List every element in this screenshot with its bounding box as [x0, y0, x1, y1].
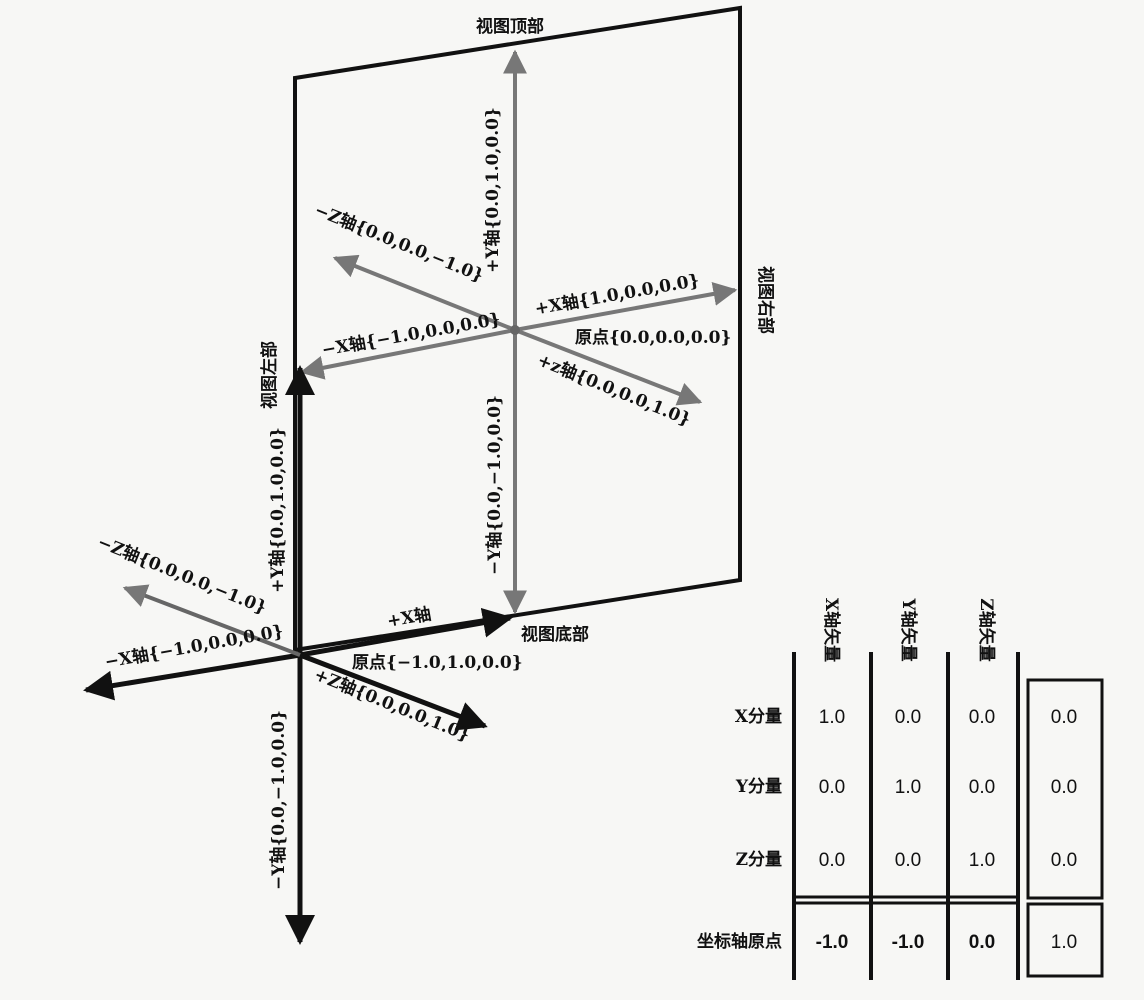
cell-r2-c1: 0.0: [895, 850, 921, 871]
cell-r0-c2: 0.0: [969, 707, 995, 728]
view-neg-x-axis: [299, 328, 516, 380]
world-neg-y-label: −Y轴{0.0,−1.0,0.0}: [268, 710, 289, 890]
row-header-x-component: X分量: [735, 706, 782, 727]
view-pos-x-axis: [514, 282, 738, 332]
row-header-z-component: Z分量: [736, 849, 782, 870]
cell-r3-c3: 1.0: [1051, 932, 1077, 953]
cell-r0-c0: 1.0: [819, 707, 845, 728]
cell-r0-c1: 0.0: [895, 707, 921, 728]
cell-r3-c0: -1.0: [816, 932, 849, 953]
view-top-label: 视图顶部: [476, 16, 544, 37]
world-neg-z-axis: [122, 584, 301, 657]
cell-r1-c3: 0.0: [1051, 777, 1077, 798]
view-neg-z-axis: [332, 254, 516, 332]
col-header-y-vector: Y轴矢量: [898, 597, 919, 661]
world-neg-x-label: −X轴{−1.0,0.0,0.0}: [103, 621, 285, 673]
view-plane-outline: [293, 5, 742, 653]
cell-r1-c2: 0.0: [969, 777, 995, 798]
cell-r3-c1: -1.0: [892, 932, 925, 953]
view-origin-dot: [510, 325, 520, 335]
cell-r2-c0: 0.0: [819, 850, 845, 871]
matrix-table: X轴矢量 Y轴矢量 Z轴矢量 X分量 Y分量 Z分量 坐标轴原点 1.0 0.0…: [697, 597, 1104, 980]
cell-r1-c0: 0.0: [819, 777, 845, 798]
matrix-vertical-bars: [792, 652, 1020, 980]
world-pos-z-axis: [299, 652, 488, 731]
col-header-z-vector: Z轴矢量: [976, 598, 997, 661]
row-header-axis-origin: 坐标轴原点: [697, 931, 782, 952]
world-neg-z-label: −Z轴{0.0,0.0,−1.0}: [95, 531, 270, 618]
row-header-y-component: Y分量: [735, 776, 782, 797]
view-neg-y-label: −Y轴{0.0,−1.0,0.0}: [484, 395, 505, 575]
cell-r3-c2: 0.0: [969, 932, 995, 953]
world-pos-y-label: +Y轴{0.0,1.0,0.0}: [267, 427, 288, 593]
cell-r1-c1: 1.0: [895, 777, 921, 798]
view-right-label: 视图右部: [755, 266, 776, 334]
view-bottom-label: 视图底部: [521, 624, 589, 645]
world-origin-label: 原点{−1.0,1.0,0.0}: [352, 652, 523, 673]
view-pos-z-axis: [514, 328, 703, 406]
view-neg-x-label: −X轴{−1.0,0.0,0.0}: [320, 309, 502, 361]
view-neg-z-label: −Z轴{0.0,0.0,−1.0}: [312, 199, 487, 286]
world-pos-z-label: +Z轴{0.0,0.0,1.0}: [311, 664, 473, 746]
world-pos-x-axis: [299, 607, 513, 658]
col-header-x-vector: X轴矢量: [821, 598, 842, 662]
cell-r0-c3: 0.0: [1051, 707, 1077, 728]
translation-column-box: [1026, 678, 1104, 978]
cell-r2-c2: 1.0: [969, 850, 995, 871]
view-pos-y-label: +Y轴{0.0,1.0,0.0}: [482, 107, 503, 273]
view-axes: [299, 49, 738, 615]
cell-r2-c3: 0.0: [1051, 850, 1077, 871]
view-origin-label: 原点{0.0,0.0,0.0}: [575, 327, 731, 348]
world-neg-x-axis: [83, 652, 301, 701]
matrix-horizontal-bars: [794, 895, 1018, 905]
view-left-label: 视图左部: [259, 341, 280, 409]
world-axes: [83, 365, 513, 945]
